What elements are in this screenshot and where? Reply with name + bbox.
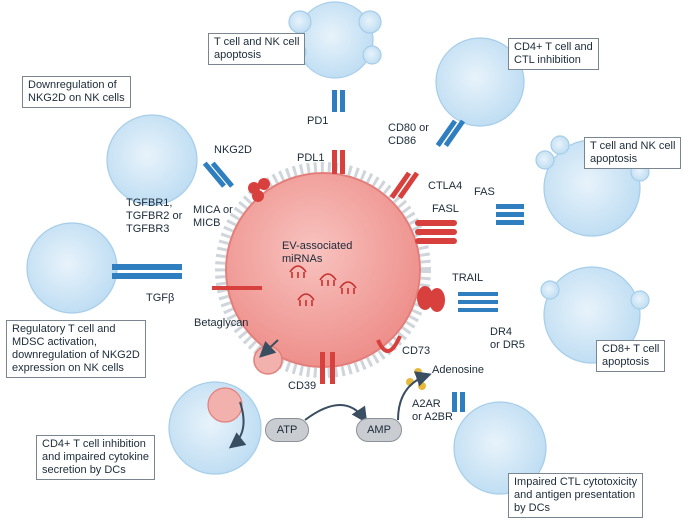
label-fas: FAS [474,186,495,198]
label-pdl1: PDL1 [297,152,325,164]
label-a2ar-a2br: A2AR or A2BR [412,398,453,423]
label-cd39: CD39 [288,380,317,392]
amp-to-adenosine-arrow [397,371,432,421]
cell-dc-bottom [453,401,547,495]
cd73-ligand [376,335,402,353]
cd80-receptor [435,119,466,148]
pdl1-ligand [332,150,345,174]
nkg2d-receptor [202,161,234,188]
label-ev-mirnas: EV-associated miRNAs [282,240,353,265]
label-nkg2d: NKG2D [214,144,252,156]
pd1-receptor [332,90,345,112]
release-arrow [259,339,279,358]
a2ar-receptor [452,392,465,412]
box-impaired-ctl: Impaired CTL cytotoxicity and antigen pr… [508,473,644,518]
mirna-icons [289,265,357,306]
box-apoptosis-top: T cell and NK cell apoptosis [208,33,306,65]
mica-ligand [248,178,270,202]
label-trail: TRAIL [452,272,484,284]
label-cd73: CD73 [402,345,431,357]
label-adenosine: Adenosine [432,364,484,376]
box-apoptosis-right: T cell and NK cell apoptosis [584,137,682,169]
label-pd1: PD1 [307,115,329,127]
label-cd80-cd86: CD80 or CD86 [388,122,429,147]
betaglycan-ligand [212,286,262,290]
atp-to-amp-arrow [304,404,368,424]
box-cd4-inhibition-dc: CD4+ T cell inhibition and impaired cyto… [36,435,156,480]
box-regulatory: Regulatory T cell and MDSC activation, d… [6,320,146,378]
ctla4-ligand [389,171,420,200]
label-dr4-dr5: DR4 or DR5 [490,326,525,351]
amp-pill: AMP [356,418,402,442]
cell-cd4-dc [168,381,262,475]
label-fasl: FASL [432,203,459,215]
atp-pill: ATP [265,418,309,442]
cell-cd8 [540,266,650,364]
trail-ligand [417,286,445,312]
cell-regulatory [26,222,118,314]
box-cd8-apoptosis: CD8+ T cell apoptosis [596,340,666,372]
label-mica-micb: MICA or MICB [193,204,233,229]
label-tgfbr: TGFBR1, TGFBR2 or TGFBR3 [126,197,183,235]
cell-cd4-ctl [435,37,525,127]
dr-receptor [458,292,498,312]
label-ctla4: CTLA4 [428,180,463,192]
fas-receptor [496,204,524,225]
label-betaglycan: Betaglycan [194,317,249,329]
fasl-ligand [415,220,457,244]
cd39-ligand [320,352,335,384]
label-tgfb: TGFβ [146,292,175,304]
box-cd4-ctl-inhibition: CD4+ T cell and CTL inhibition [508,38,599,70]
cell-top-tnk [288,1,382,79]
cell-nk-left [106,114,198,206]
uptake-arrow [228,401,247,449]
tgfbr-receptor [112,264,182,279]
box-nkg2d-downregulation: Downregulation of NKG2D on NK cells [22,76,131,108]
